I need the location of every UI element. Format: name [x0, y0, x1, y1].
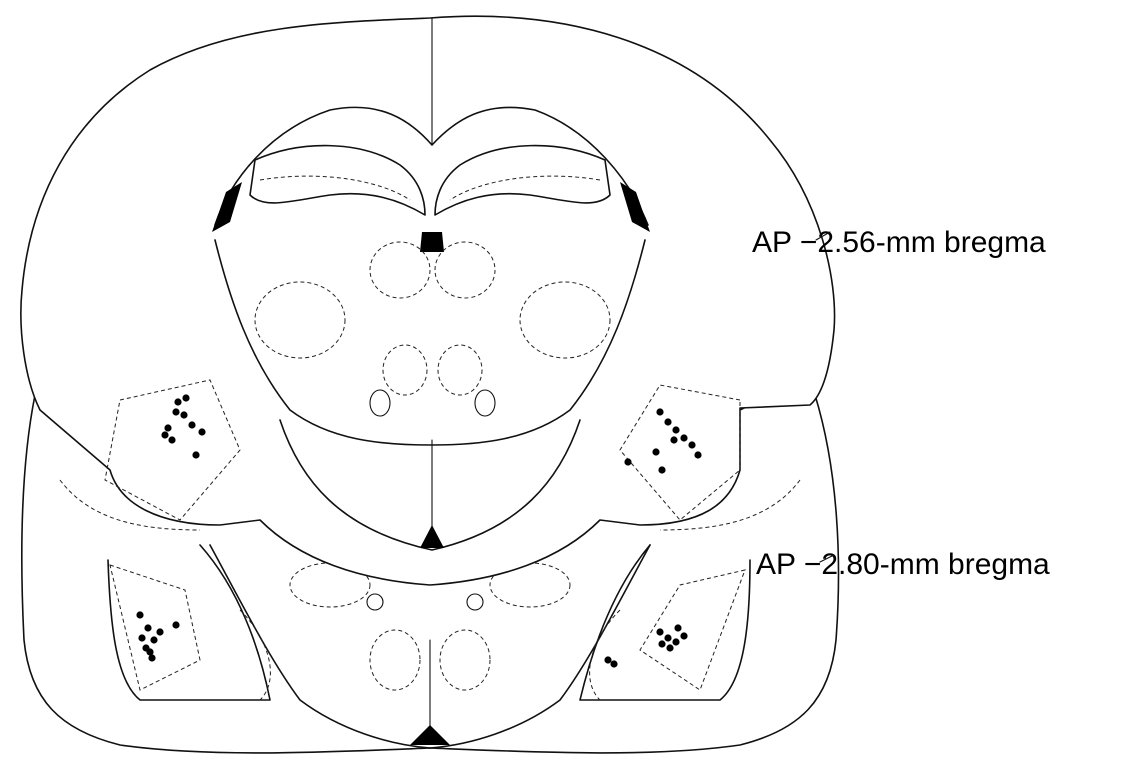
injection-site-dot — [652, 448, 659, 455]
injection-site-dot — [174, 398, 181, 405]
injection-site-dot — [161, 431, 168, 438]
injection-site-dot — [688, 441, 695, 448]
label-upper-section: AP −2.56-mm bregma — [752, 226, 1046, 259]
injection-site-dot — [182, 394, 189, 401]
injection-site-dot — [180, 411, 187, 418]
injection-site-dot — [164, 424, 171, 431]
injection-site-dot — [694, 451, 701, 458]
upper-tract — [475, 390, 495, 416]
injection-site-dot — [146, 648, 153, 655]
injection-site-dot — [150, 636, 157, 643]
injection-site-dot — [172, 621, 179, 628]
injection-site-dot — [664, 418, 671, 425]
injection-site-dot — [658, 466, 665, 473]
injection-site-dot — [672, 638, 679, 645]
injection-site-dot — [666, 644, 673, 651]
injection-site-dot — [604, 656, 611, 663]
section-upper — [21, 16, 835, 585]
injection-site-dot — [198, 428, 205, 435]
injection-site-dot — [656, 628, 663, 635]
injection-site-dot — [192, 451, 199, 458]
lower-tract — [367, 594, 383, 610]
injection-site-dot — [672, 426, 679, 433]
upper-dorsal-marker — [420, 232, 444, 252]
injection-site-dot — [136, 611, 143, 618]
injection-site-dot — [188, 421, 195, 428]
injection-site-dot — [138, 634, 145, 641]
injection-site-dot — [144, 624, 151, 631]
injection-site-dot — [168, 436, 175, 443]
injection-site-dot — [670, 436, 677, 443]
injection-site-dot — [624, 458, 631, 465]
upper-tract — [370, 390, 390, 416]
injection-site-dot — [172, 408, 179, 415]
injection-site-dot — [680, 434, 687, 441]
label-lower-section: AP −2.80-mm bregma — [756, 548, 1050, 581]
injection-site-dot — [658, 640, 665, 647]
injection-site-dot — [674, 624, 681, 631]
injection-site-dot — [656, 408, 663, 415]
lower-tract — [467, 594, 483, 610]
injection-site-dot — [156, 628, 163, 635]
injection-site-dot — [680, 632, 687, 639]
injection-site-dot — [664, 634, 671, 641]
injection-site-dot — [610, 660, 617, 667]
